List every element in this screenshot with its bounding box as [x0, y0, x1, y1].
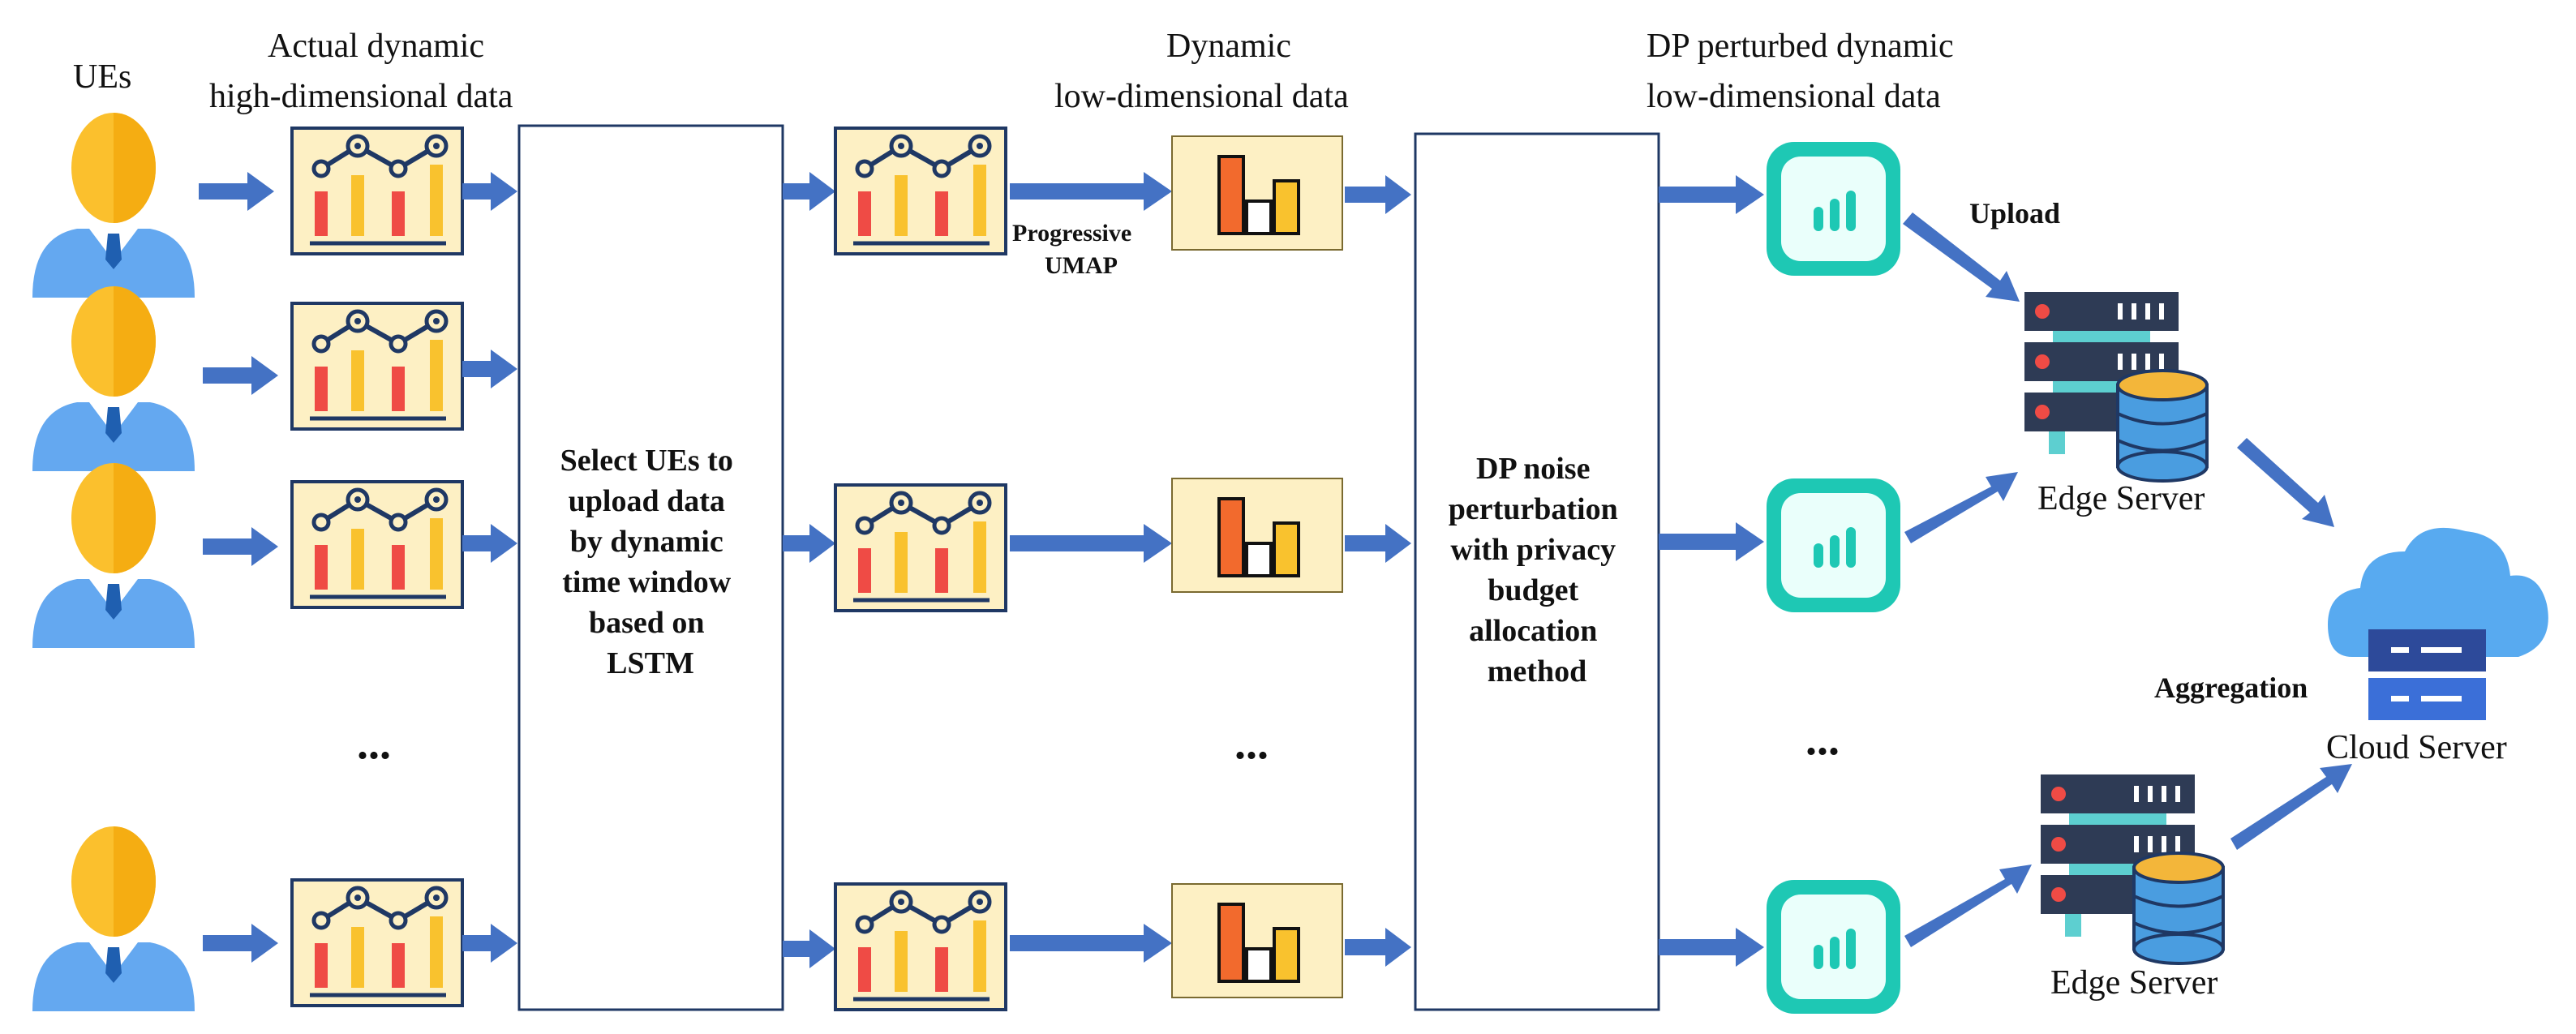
select-box-line: by dynamic: [570, 525, 723, 559]
edge-server-icon-bottom: [2039, 773, 2225, 965]
dp-box-line: with privacy: [1450, 533, 1616, 567]
user-icon: [32, 286, 195, 471]
ellipsis-perturbed: ...: [1805, 714, 1840, 765]
hd-data-chart-icon: [292, 482, 462, 607]
ellipsis-low-dim: ...: [1234, 719, 1269, 769]
select-box-line: LSTM: [607, 646, 694, 680]
arrows-to-edge: [1903, 212, 2352, 947]
ues-label: UEs: [73, 58, 131, 96]
select-box-line: Select UEs to: [560, 444, 733, 478]
dp-box-line: perturbation: [1449, 492, 1618, 526]
upload-label: Upload: [1969, 197, 2060, 230]
arrows-dp-to-perturbed: [1659, 175, 1764, 967]
select-box-text: Select UEs to upload data by dynamic tim…: [560, 444, 741, 680]
edge-server-label-bottom: Edge Server: [2050, 964, 2218, 1002]
cloud-server-icon: [2328, 527, 2548, 720]
dynamic-low-label-line1: Dynamic: [1166, 28, 1291, 65]
hd-data-chart-icon: [292, 128, 462, 254]
selected-data-chart-icon: [835, 128, 1006, 254]
edge-server-icon-top: [2023, 290, 2209, 483]
selected-data-chart-icon: [835, 884, 1006, 1010]
edge-server-label-top: Edge Server: [2037, 480, 2205, 517]
dp-perturbed-label-line2: low-dimensional data: [1646, 78, 1941, 115]
user-icon: [32, 463, 195, 648]
dp-box-text: DP noise perturbation with privacy budge…: [1449, 452, 1626, 689]
dp-perturbed-data-icon: [1767, 880, 1900, 1014]
aggregation-label: Aggregation: [2154, 671, 2308, 704]
selected-data-chart-icon: [835, 485, 1006, 611]
arrows-select-to-chart: [783, 172, 835, 968]
dp-perturbed-data-icon: [1767, 478, 1900, 612]
dp-perturbed-label-line1: DP perturbed dynamic: [1646, 28, 1954, 65]
arrows-umap: [1010, 172, 1172, 963]
actual-data-label-line2: high-dimensional data: [209, 78, 513, 115]
select-ues-box: [517, 124, 784, 1011]
hd-data-chart-icon: [292, 303, 462, 429]
dp-box-line: DP noise: [1476, 452, 1590, 486]
ld-data-chart-icon: [1170, 135, 1344, 251]
progressive-umap-label-line1: Progressive: [1012, 220, 1131, 247]
cloud-server-label: Cloud Server: [2326, 729, 2507, 766]
dynamic-low-label-line2: low-dimensional data: [1054, 78, 1349, 115]
user-icon: [32, 113, 195, 298]
ellipsis-ues: ...: [357, 719, 391, 769]
arrows-chart-to-select: [462, 172, 517, 963]
ld-data-chart-icon: [1170, 477, 1344, 594]
actual-data-label-line1: Actual dynamic: [268, 28, 484, 65]
hd-data-chart-icon: [292, 880, 462, 1006]
select-box-line: upload data: [569, 484, 725, 518]
dp-box-line: allocation: [1469, 614, 1597, 648]
progressive-umap-label-line2: UMAP: [1045, 252, 1118, 279]
dp-noise-box: [1414, 132, 1660, 1011]
select-box-line: based on: [589, 606, 705, 640]
arrows-user-to-chart: [199, 172, 278, 963]
select-box-line: time window: [562, 565, 732, 599]
dp-perturbed-data-icon: [1767, 142, 1900, 276]
arrows-ld-to-dp: [1345, 175, 1411, 967]
ld-data-chart-icon: [1170, 882, 1344, 999]
dp-box-line: budget: [1488, 573, 1578, 607]
user-icon: [32, 826, 195, 1011]
dp-box-line: method: [1488, 654, 1586, 689]
